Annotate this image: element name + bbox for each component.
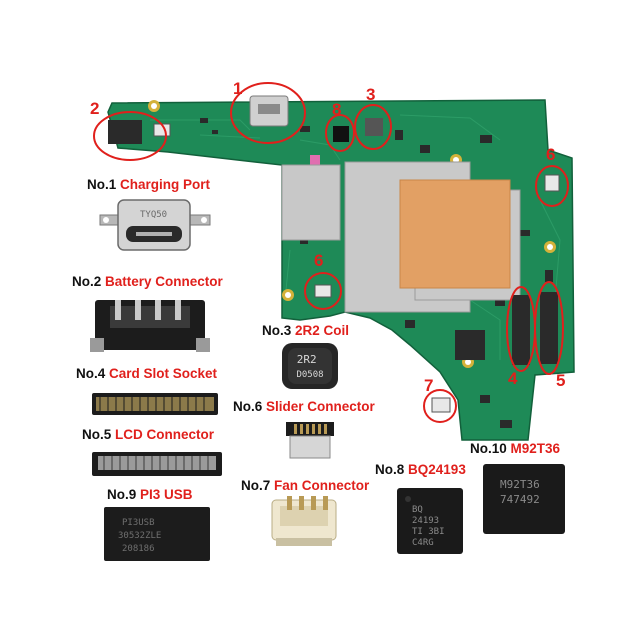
label-card-slot-socket: No.4 Card Slot Socket — [76, 366, 218, 381]
board-coil — [365, 118, 383, 136]
board-lcd-connector — [540, 292, 558, 364]
callout-number: 5 — [556, 371, 566, 390]
callout-number: 4 — [508, 369, 518, 388]
label-charging-port: No.1 Charging Port — [87, 177, 211, 192]
label-fan-connector: No.7 Fan Connector — [241, 478, 370, 493]
callout-number: 3 — [366, 85, 376, 104]
board-card-slot — [512, 295, 530, 365]
thermal-pad — [399, 179, 511, 289]
part-2r2-coil — [282, 343, 338, 389]
part-pi3-usb-chip — [104, 507, 210, 561]
callout-number: 6 — [546, 145, 556, 164]
callout-number: 7 — [424, 376, 434, 395]
label-pi3-usb: No.9 PI3 USB — [107, 487, 193, 502]
label-battery-connector: No.2 Battery Connector — [72, 274, 223, 289]
callout-number: 6 — [314, 251, 324, 270]
part-slider-connector — [286, 422, 334, 459]
part-fan-connector — [271, 496, 337, 546]
motherboard — [93, 82, 575, 441]
part-lcd-connector — [92, 452, 222, 476]
label-lcd-connector: No.5 LCD Connector — [82, 427, 215, 442]
part-charging-port — [99, 199, 211, 251]
label-2r2-coil: No.3 2R2 Coil — [262, 323, 350, 338]
m92-marking: M92T36 747492 — [500, 478, 546, 506]
part-m92t36-chip — [483, 464, 565, 534]
board-bq-chip — [333, 126, 349, 142]
charging-port-marking: TYQ50 — [140, 210, 167, 220]
part-bq24193-chip — [397, 488, 463, 554]
callout-number: 8 — [332, 100, 342, 119]
bq-marking: BQ 24193 TI 3BI C4RG — [412, 505, 450, 548]
callout-number: 1 — [233, 79, 243, 98]
label-m92t36: No.10 M92T36 — [470, 441, 561, 456]
label-bq24193: No.8 BQ24193 — [375, 462, 466, 477]
pi3-marking: PI3USB 30532ZLE 208186 — [118, 518, 167, 554]
coil-marking: 2R2 D0508 — [296, 353, 323, 380]
callout-number: 2 — [90, 99, 100, 118]
board-battery-connector — [108, 120, 142, 144]
part-card-slot-socket — [92, 393, 218, 415]
label-slider-connector: No.6 Slider Connector — [233, 399, 375, 414]
rf-shield-small — [281, 164, 341, 241]
callout-circles — [93, 82, 569, 423]
part-battery-connector — [90, 300, 210, 352]
